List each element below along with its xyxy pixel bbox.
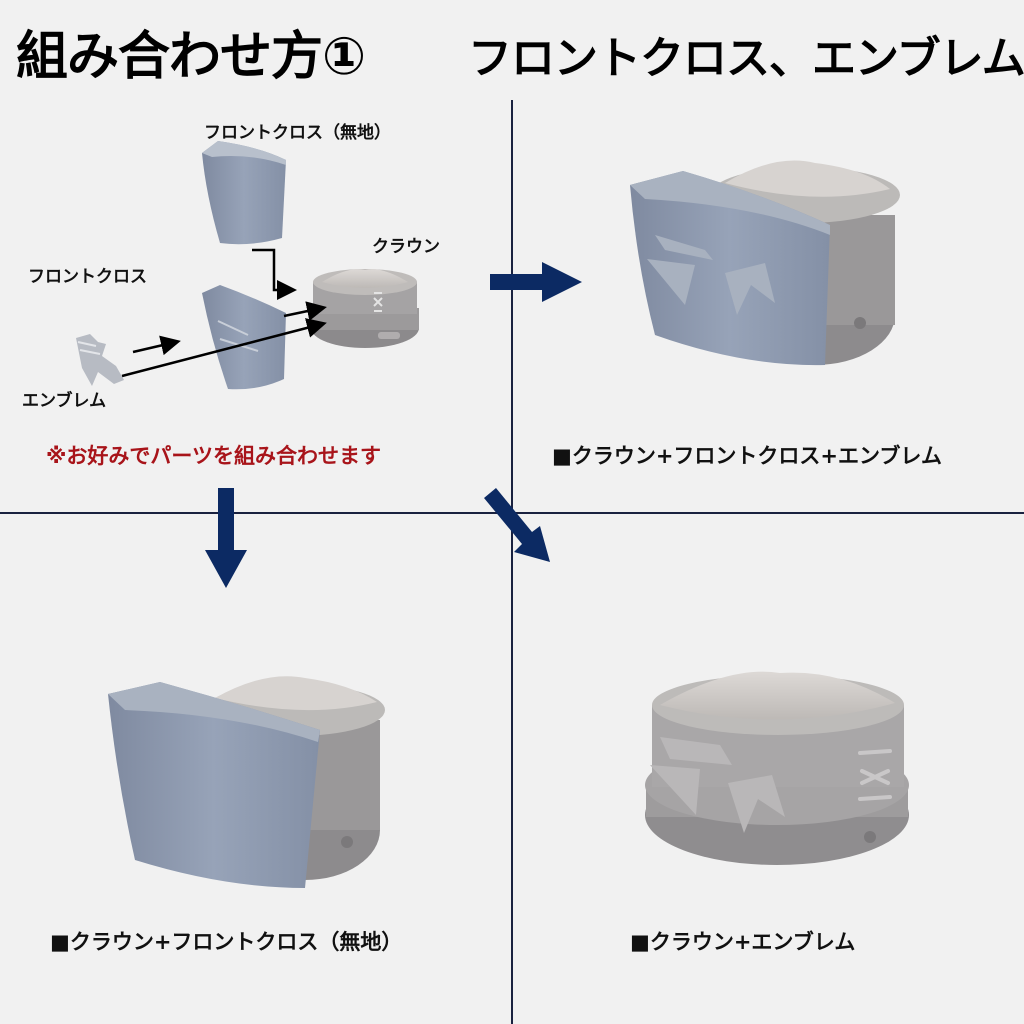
caption-result-2: ■クラウン+フロントクロス（無地）: [50, 930, 403, 954]
caption-result-3: ■クラウン+エンブレム: [630, 930, 856, 954]
page-title: 組み合わせ方①: [16, 27, 366, 87]
caption-result-1: ■クラウン+フロントクロス+エンブレム: [552, 444, 942, 468]
arrow-down-right-icon: [484, 488, 550, 562]
connector-arrows: [121, 248, 327, 378]
label-front-cloth: フロントクロス: [28, 267, 147, 287]
crown-part: [311, 269, 419, 348]
arrow-right-icon: [490, 262, 582, 302]
label-emblem: エンブレム: [22, 391, 107, 411]
label-crown: クラウン: [372, 237, 440, 257]
result-crown-emblem: [645, 671, 909, 865]
result-crown-frontcloth-emblem: [630, 160, 900, 366]
vertical-divider: [511, 100, 513, 1024]
page-subtitle: フロントクロス、エンブレム: [468, 33, 1024, 84]
result-crown-frontcloth-plain: [108, 676, 385, 888]
combination-note: ※お好みでパーツを組み合わせます: [46, 444, 381, 468]
front-cloth-plain-part: [202, 141, 286, 245]
label-front-cloth-plain: フロントクロス（無地）: [204, 123, 391, 143]
emblem-part: [76, 334, 124, 386]
arrow-down-icon: [205, 488, 247, 588]
